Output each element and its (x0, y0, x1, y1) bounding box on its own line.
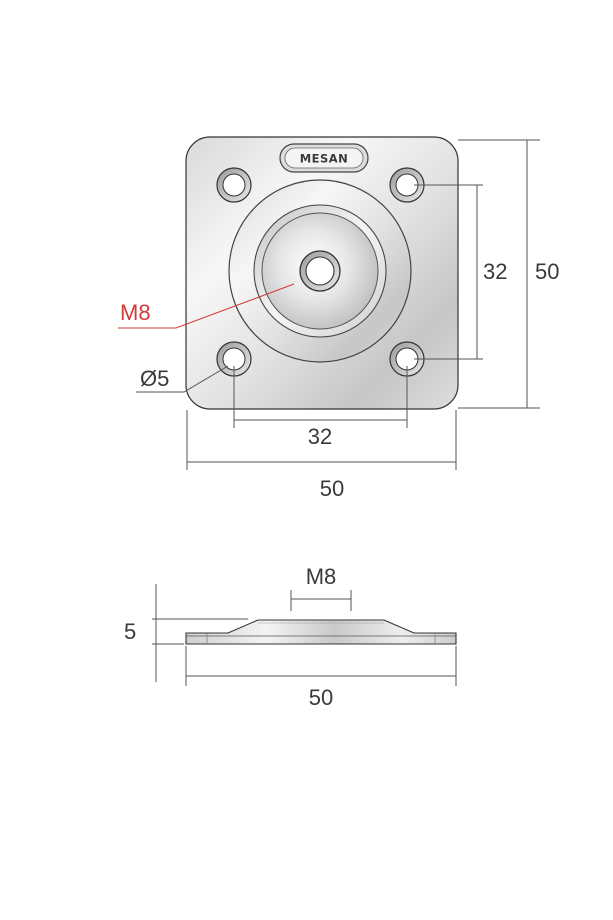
side-width-dimension: 50 (185, 646, 457, 710)
plate-height-label: 50 (535, 259, 559, 284)
hole-leader-line (136, 365, 229, 393)
side-thickness-label: 5 (124, 619, 136, 644)
side-thread-label: M8 (306, 564, 337, 589)
hole-spacing-vertical-dimension: 32 (414, 184, 507, 360)
side-thread-dimension: M8 (290, 564, 352, 611)
top-view: MESAN M8 Ø5 (118, 136, 559, 501)
side-width-label: 50 (309, 685, 333, 710)
hole-spacing-vertical-label: 32 (483, 259, 507, 284)
hole-diameter-label: Ø5 (140, 366, 169, 391)
hole-spacing-horizontal-label: 32 (308, 424, 332, 449)
logo-text: MESAN (300, 152, 349, 166)
hole-spacing-horizontal-dimension: 32 (233, 366, 408, 449)
side-thickness-dimension: 5 (124, 584, 248, 682)
brand-logo: MESAN (279, 143, 369, 173)
plate-profile (185, 619, 457, 645)
plate-width-label: 50 (320, 476, 344, 501)
thread-label: M8 (120, 300, 151, 325)
thread-leader-line (118, 283, 295, 329)
side-view: M8 5 50 (124, 564, 457, 710)
plate-width-dimension: 50 (186, 410, 457, 501)
plate-height-dimension: 50 (458, 139, 559, 409)
mounting-hole-top-left (216, 167, 252, 203)
